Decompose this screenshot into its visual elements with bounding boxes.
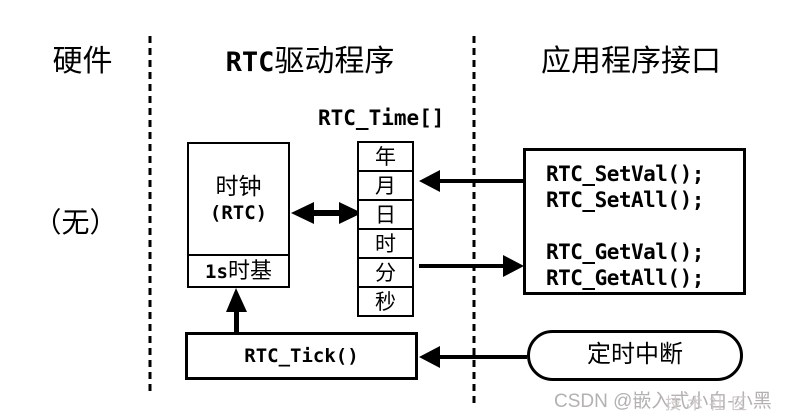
time-array-cell-day: 日 <box>359 201 412 230</box>
api-functions-box: RTC_SetVal(); RTC_SetAll(); RTC_GetVal()… <box>523 148 746 295</box>
timebase-prefix: 1s <box>205 261 228 283</box>
api-get-arrow <box>419 255 524 277</box>
api-function-setall: RTC_SetAll(); <box>546 188 704 212</box>
api-function-getval: RTC_GetVal(); <box>546 240 704 264</box>
timebase-cell: 1s时基 <box>189 256 288 286</box>
column-header-driver: RTC驱动程序 <box>205 46 415 79</box>
column-header-hardware: 硬件 <box>52 45 113 78</box>
watermark-secondary: 技术社区 <box>665 396 754 413</box>
api-set-arrow <box>419 170 524 192</box>
column-header-driver-prefix: RTC <box>225 47 275 78</box>
interrupt-to-tick-arrow <box>419 346 527 368</box>
watermark-primary: CSDN @嵌入式小白-小黑 <box>554 391 772 412</box>
time-array-cell-year: 年 <box>359 143 412 172</box>
time-array-table: 年 月 日 时 分 秒 <box>357 141 414 317</box>
column-header-api: 应用程序接口 <box>541 45 721 78</box>
time-array-label: RTC_Time[] <box>318 106 445 130</box>
interrupt-stadium: 定时中断 <box>527 330 743 381</box>
time-array-cell-month: 月 <box>359 172 412 201</box>
time-array-cell-hour: 时 <box>359 230 412 259</box>
column-header-driver-suffix: 驱动程序 <box>274 45 395 78</box>
time-array-cell-minute: 分 <box>359 259 412 288</box>
clock-box: 时钟 (RTC) 1s时基 <box>187 142 290 288</box>
api-function-setval: RTC_SetVal(); <box>546 162 704 186</box>
tick-box: RTC_Tick() <box>185 332 418 380</box>
timebase-suffix: 时基 <box>227 258 272 283</box>
tick-to-timebase-arrow <box>226 288 247 333</box>
hardware-none-label: （无） <box>33 208 118 239</box>
time-array-cell-second: 秒 <box>375 290 396 314</box>
api-functions-gap <box>546 213 743 239</box>
clock-label: 时钟 <box>215 174 262 199</box>
clock-box-main: 时钟 (RTC) <box>189 144 288 256</box>
api-function-getall: RTC_GetAll(); <box>546 266 704 290</box>
clock-table-bidirectional-arrow <box>291 202 362 224</box>
clock-rtc-label: (RTC) <box>209 202 268 224</box>
